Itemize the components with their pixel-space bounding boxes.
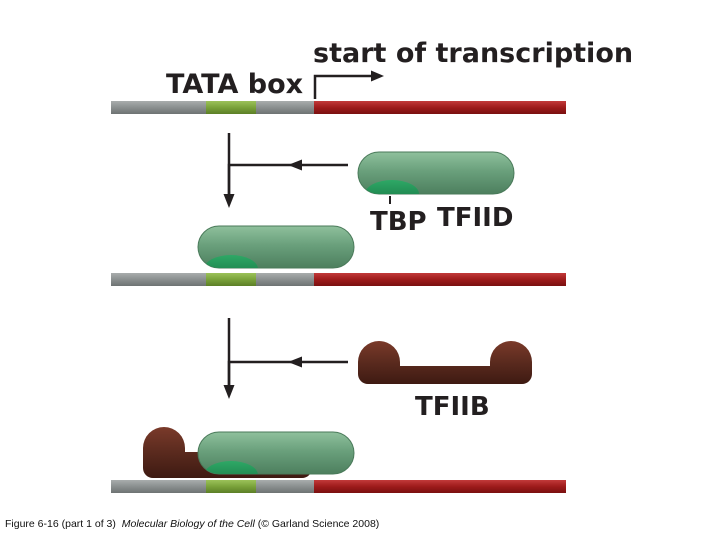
- dna-strand-3: [111, 480, 566, 493]
- tfiid-complex-bound-2: [197, 431, 355, 475]
- transcription-start-arrow: [313, 70, 384, 99]
- dna-strand-1: [111, 101, 566, 114]
- tfiid-complex-free: [357, 151, 515, 195]
- tfiib-free: [358, 341, 532, 384]
- tata-box-segment-1: [206, 101, 256, 114]
- tbp-label: TBP: [370, 207, 427, 237]
- tfiid-label: TFIID: [437, 203, 513, 233]
- start-of-transcription-label: start of transcription: [313, 38, 633, 69]
- step-arrow-2: [223, 318, 348, 399]
- tbp-subunit-bound: [204, 255, 258, 268]
- tata-box-label: TATA box: [166, 69, 303, 100]
- figure-caption: Figure 6-16 (part 1 of 3) Molecular Biol…: [5, 518, 379, 530]
- caption-suffix: (© Garland Science 2008): [257, 518, 380, 530]
- caption-prefix: Figure 6-16 (part 1 of 3): [5, 518, 116, 530]
- step-arrow-1: [223, 133, 348, 208]
- tbp-subunit-free: [365, 180, 419, 194]
- tfiid-complex-bound: [197, 225, 355, 269]
- tata-box-segment-3: [206, 480, 256, 493]
- tbp-subunit-bound-2: [204, 461, 258, 474]
- tata-box-segment-2: [206, 273, 256, 286]
- tfiib-label: TFIIB: [415, 392, 490, 422]
- dna-strand-2: [111, 273, 566, 286]
- caption-book-title: Molecular Biology of the Cell: [121, 518, 255, 530]
